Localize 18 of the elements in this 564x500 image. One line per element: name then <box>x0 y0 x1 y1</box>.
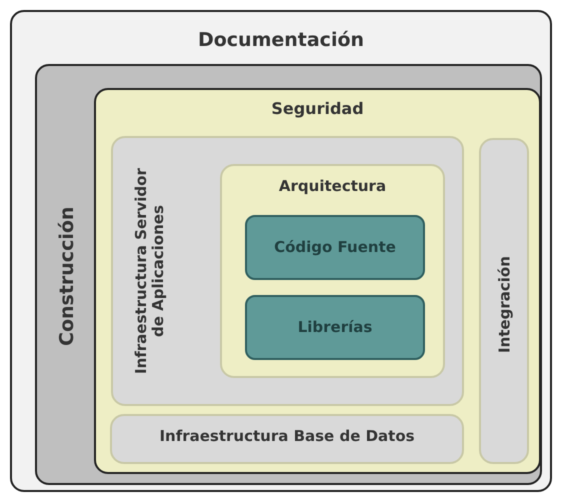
section-panel <box>110 414 464 464</box>
section-title: Infraestructura Servidor de Aplicaciones <box>130 167 168 376</box>
section-panel <box>220 164 445 378</box>
section-title: Construcción <box>55 205 80 348</box>
section-title: Librerías <box>296 319 374 336</box>
outer-panel <box>10 10 552 492</box>
component-box <box>245 295 425 360</box>
section-panel <box>94 88 541 474</box>
section-panel <box>111 136 464 406</box>
section-title: Documentación <box>196 30 366 52</box>
section-title: Código Fuente <box>273 239 397 256</box>
section-title: Seguridad <box>270 100 365 118</box>
section-title: Infraestructura Base de Datos <box>158 428 416 446</box>
section-title: Arquitectura <box>278 178 388 196</box>
section-panel <box>479 138 529 464</box>
section-panel <box>35 64 542 485</box>
section-title: Integración <box>494 256 514 356</box>
component-box <box>245 215 425 280</box>
